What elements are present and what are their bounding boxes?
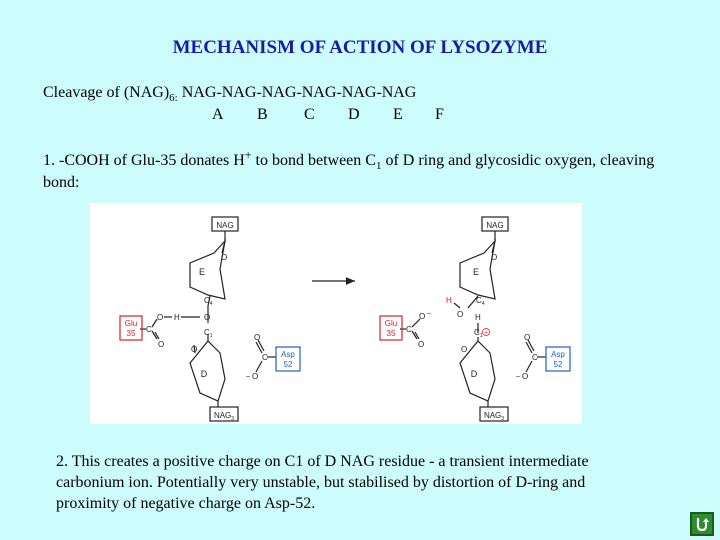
c4-label-right: C4	[476, 296, 485, 307]
cleavage-subscript: 6:	[169, 92, 178, 104]
residue-letter-c: C	[304, 106, 315, 123]
glu-number-right: 35	[387, 329, 396, 338]
asp-carboxylate-oxygen-right: O	[522, 372, 528, 381]
slide-title: MECHANISM OF ACTION OF LYSOZYME	[172, 37, 548, 58]
asp-carboxylate-oxygen-left: O	[252, 372, 258, 381]
asp-box-left	[275, 346, 301, 372]
nag-chain: NAG-NAG-NAG-NAG-NAG-NAG	[181, 84, 417, 101]
nag-top-label-right: NAG	[486, 221, 503, 230]
right-structure	[400, 216, 546, 422]
glu-number-left: 35	[127, 329, 136, 338]
nag-top-label-left: NAG	[216, 221, 233, 230]
c1-right-subscript: 1	[480, 333, 483, 339]
point-1-part-c: of D ring and glycosidic oxygen, cleavin…	[43, 152, 655, 191]
glu-minus-right: –	[427, 310, 431, 317]
glu-carboxylate-oxygen-right: O	[419, 312, 425, 321]
h-plus-superscript: +	[244, 147, 252, 162]
ring-d-oxygen-right: O	[461, 345, 467, 354]
c1-left-subscript: 1	[210, 333, 213, 339]
nag-bottom-right-subscript: 3	[501, 416, 504, 422]
glu-label-right: Glu	[385, 319, 397, 328]
c1-subscript: 1	[375, 160, 382, 173]
ring-d-label-right: D	[471, 369, 478, 379]
c1-label-left: C1	[204, 328, 213, 339]
ring-e-label-right: E	[473, 267, 479, 277]
c4-label-left: C4	[204, 296, 213, 307]
nag3-label-right: NAG3	[484, 411, 504, 422]
nag-bottom-right: NAG	[484, 411, 501, 420]
glu-carboxyl-carbon-right: C	[406, 325, 412, 334]
asp-minus-left: –	[246, 373, 250, 380]
asp-carboxyl-carbon-right: C	[532, 353, 538, 362]
c4-left: C	[204, 296, 210, 305]
left-structure	[140, 216, 276, 422]
ring-e-left	[189, 239, 226, 300]
mechanism-diagram: NAG E O C4 O C1 O D NAG3 C O H O O C O –…	[90, 203, 582, 424]
asp-label-left: Asp	[281, 350, 295, 359]
transferred-proton-right: H	[446, 296, 452, 305]
nag3-label-left: NAG3	[214, 411, 234, 422]
asp-carbonyl-oxygen-left: O	[254, 333, 260, 342]
glycosidic-oxygen-left: O	[204, 313, 210, 322]
cleavage-line: Cleavage of (NAG)6: NAG-NAG-NAG-NAG-NAG-…	[43, 84, 416, 104]
proton-on-c1-right: H	[475, 313, 481, 322]
glu-proton-left: H	[174, 313, 180, 322]
nag-bottom-box-left	[209, 406, 239, 422]
nag-bottom-left-subscript: 3	[231, 416, 234, 422]
point-1-part-b: to bond between C	[251, 152, 376, 169]
c1-left: C	[204, 328, 210, 337]
glu-carboxyl-carbon-left: C	[146, 325, 152, 334]
cleavage-prefix: Cleavage of (NAG)	[43, 84, 170, 101]
residue-letter-e: E	[393, 106, 403, 123]
c4-right-subscript: 4	[482, 301, 485, 307]
c1-label-right: C1	[474, 328, 483, 339]
ring-e-oxygen-left: O	[221, 253, 227, 262]
c1-right: C	[474, 328, 480, 337]
hydroxyl-oxygen-right: O	[457, 310, 463, 319]
asp-minus-right: –	[516, 373, 520, 380]
ring-d-label-left: D	[201, 369, 208, 379]
mechanism-svg: NAG E O C4 O C1 O D NAG3 C O H O O C O –…	[119, 216, 571, 422]
residue-letter-f: F	[435, 106, 444, 123]
point-1-part-a: 1. -COOH of Glu-35 donates H	[43, 152, 245, 169]
glu-box-right	[379, 315, 403, 341]
glu-label-left: Glu	[125, 319, 137, 328]
asp-carbonyl-oxygen-right: O	[524, 333, 530, 342]
c4-right: C	[476, 296, 482, 305]
ring-e-right	[459, 239, 496, 300]
glu-carbonyl-oxygen-left: O	[158, 340, 164, 349]
asp-carboxyl-carbon-left: C	[262, 353, 268, 362]
carbocation-plus-charge: +	[484, 331, 488, 337]
nag-bottom-box-right	[479, 406, 509, 422]
u-turn-arrow-icon	[696, 518, 709, 532]
asp-number-left: 52	[284, 360, 293, 369]
ring-d-oxygen-left: O	[191, 345, 197, 354]
c4-left-subscript: 4	[210, 301, 213, 307]
residue-letter-b: B	[257, 106, 268, 123]
residue-letter-a: A	[212, 106, 224, 123]
glu-carbonyl-oxygen-right: O	[418, 340, 424, 349]
glu-hydroxyl-oxygen-left: O	[157, 313, 163, 322]
asp-box-right	[545, 346, 571, 372]
residue-letter-d: D	[348, 106, 360, 123]
carbocation-charge-ring	[482, 328, 490, 336]
nag-bottom-left: NAG	[214, 411, 231, 420]
ring-e-oxygen-right: O	[491, 253, 497, 262]
return-button[interactable]	[690, 512, 714, 536]
ring-e-label-left: E	[199, 267, 205, 277]
point-2-text: 2. This creates a positive charge on C1 …	[56, 453, 589, 512]
asp-label-right: Asp	[551, 350, 565, 359]
asp-number-right: 52	[554, 360, 563, 369]
glu-box-left	[119, 315, 143, 341]
point-1-text: 1. -COOH of Glu-35 donates H+ to bond be…	[43, 147, 663, 194]
